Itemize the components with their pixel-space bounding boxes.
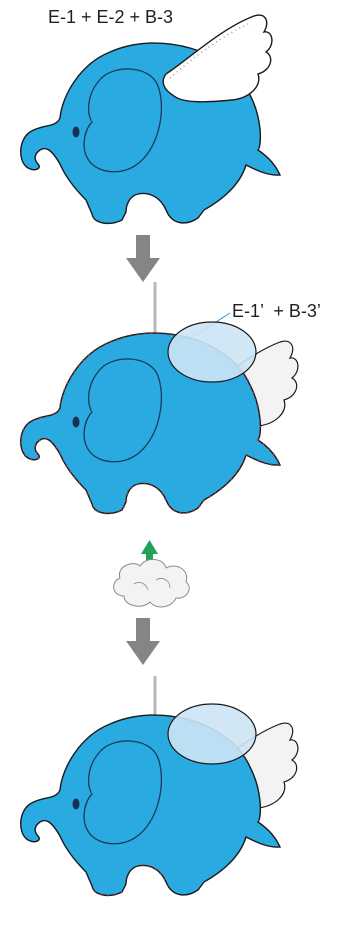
stage-3-elephant <box>21 704 298 895</box>
elephant-eye-2 <box>73 417 80 428</box>
stage-2-elephant <box>21 322 298 513</box>
step-2-label: E-1’ + B-3’ <box>232 302 321 320</box>
elephant-eye-3 <box>73 799 80 810</box>
down-arrow-icon <box>126 235 160 282</box>
stage-1-elephant <box>21 15 280 223</box>
step-1-label: E-1 + E-2 + B-3 <box>48 8 173 26</box>
elephant-eye-1 <box>73 127 80 138</box>
down-arrow-icon <box>126 618 160 665</box>
wing-overlay-2 <box>168 322 256 382</box>
cloud-icon <box>114 559 190 607</box>
wing-overlay-3 <box>168 704 256 764</box>
